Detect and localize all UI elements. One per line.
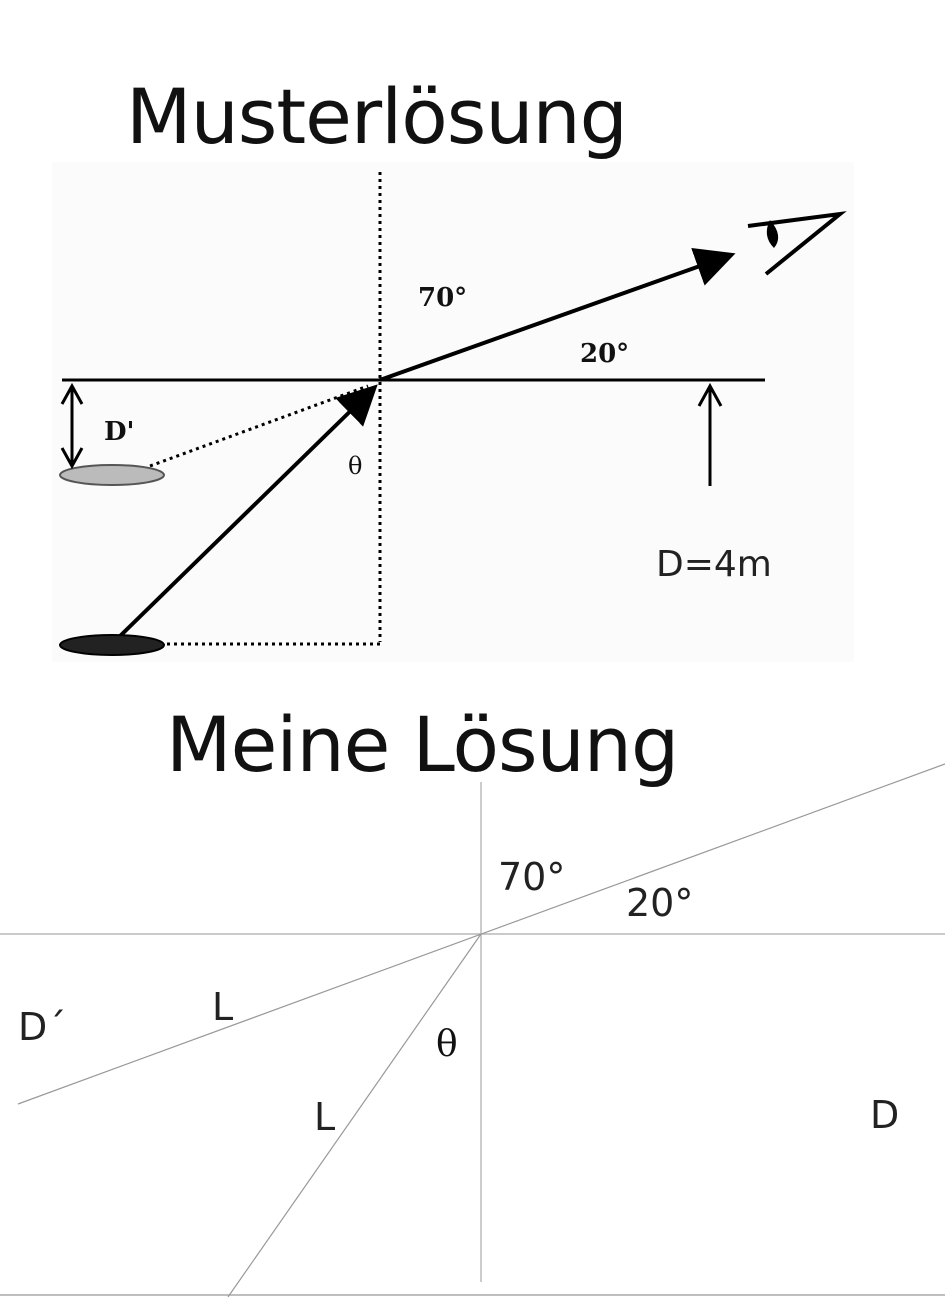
- sample-angle-surface-label: 20°: [580, 339, 629, 369]
- title-meine-loesung: Meine Lösung: [166, 700, 679, 789]
- my-length-label-lower: L: [314, 1095, 335, 1139]
- sample-apparent-depth-label: D': [104, 417, 135, 447]
- sample-object-apparent: [59, 464, 165, 486]
- sample-apparent-depth-arrow-bottom: [60, 447, 84, 470]
- sample-figure-background: [52, 162, 854, 662]
- my-incident-ray: [227, 933, 482, 1297]
- sample-incident-ray: [114, 384, 378, 642]
- sample-angle-top-label: 70°: [418, 283, 467, 313]
- my-angle-surface-label: 20°: [626, 881, 693, 925]
- eye-icon: [747, 211, 847, 276]
- my-theta-label: θ: [436, 1024, 458, 1065]
- my-length-label-upper: L: [212, 985, 233, 1029]
- title-musterloesung: Musterlösung: [126, 72, 628, 161]
- sample-depth-arrow-head: [697, 382, 723, 407]
- sample-apparent-depth-arrow-top: [60, 382, 84, 405]
- sample-depth-label: D=4m: [656, 544, 772, 585]
- my-refracted-ray: [17, 763, 945, 1105]
- my-depth-label: D: [870, 1093, 899, 1137]
- sample-object-real: [59, 634, 165, 656]
- sample-refracted-ray: [379, 247, 736, 382]
- my-angle-top-label: 70°: [498, 855, 565, 899]
- my-apparent-depth-label: D´: [18, 1005, 66, 1049]
- sample-theta-label: θ: [348, 452, 362, 480]
